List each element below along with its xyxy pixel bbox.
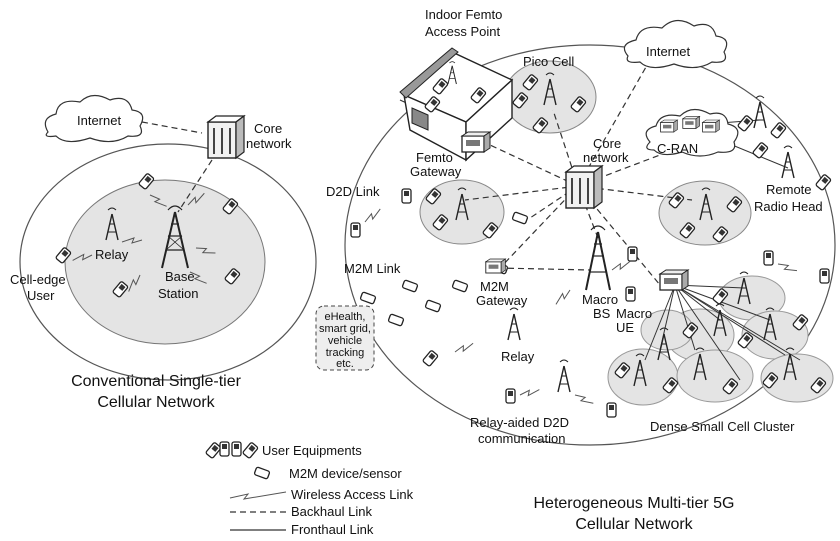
legend-fronthaul-link: Fronthaul Link	[291, 522, 374, 537]
small-cell	[658, 180, 752, 246]
macro-bs-label-1: Macro	[582, 292, 618, 307]
cluster-gateway-icon	[659, 269, 689, 291]
femto-gateway-label-1: Femto	[416, 150, 453, 165]
m2m-gateway-label-1: M2M	[480, 279, 509, 294]
cell-edge-label-2: User	[27, 288, 55, 303]
phone-icon	[819, 268, 830, 284]
left-caption-2: Cellular Network	[97, 394, 215, 411]
macro-ue-label-2: UE	[616, 320, 634, 335]
d2d-link-label: D2D Link	[326, 184, 380, 199]
phone-icon	[627, 246, 638, 262]
macro-ue-label-1: Macro	[616, 306, 652, 321]
legend-user-equipment-icons	[204, 441, 259, 460]
left-core-label-2: network	[246, 136, 292, 151]
legend-m2m-device: M2M device/sensor	[289, 466, 402, 481]
phone-icon	[625, 286, 636, 302]
right-internet-label: Internet	[646, 44, 690, 59]
cloud-icon	[44, 94, 144, 143]
legend-backhaul-link: Backhaul Link	[291, 504, 372, 519]
phone-icon	[505, 388, 516, 404]
phone-icon	[763, 250, 774, 266]
cell-edge-label-1: Cell-edge	[10, 272, 66, 287]
cran-cloud-icon	[645, 108, 739, 157]
right-core-label-1: Core	[593, 136, 621, 151]
backhaul-line	[177, 159, 213, 213]
rrh-label-2: Radio Head	[754, 199, 823, 214]
left-core-label-1: Core	[254, 121, 282, 136]
m2m-gateway-label-2: Gateway	[476, 293, 528, 308]
m2m-link-label: M2M Link	[344, 261, 401, 276]
base-station-label-1: Base	[165, 269, 195, 284]
legend: User Equipments M2M device/sensor Wirele…	[204, 441, 414, 537]
femto-gateway-label-2: Gateway	[410, 164, 462, 179]
dense-cluster-label: Dense Small Cell Cluster	[650, 419, 795, 434]
base-station-label-2: Station	[158, 286, 198, 301]
rrh-label-1: Remote	[766, 182, 812, 197]
macro-bs-label-2: BS	[593, 306, 611, 321]
right-core-label-2: network	[583, 150, 629, 165]
pico-cell-label: Pico Cell	[523, 54, 574, 69]
cran-label: C-RAN	[657, 141, 698, 156]
right-caption-1: Heterogeneous Multi-tier 5G	[534, 495, 735, 512]
phone-icon	[401, 188, 412, 204]
cloud-icon	[623, 19, 728, 69]
relay-d2d-label-2: communication	[478, 431, 565, 446]
legend-wireless-link: Wireless Access Link	[291, 487, 414, 502]
base-station-tower-icon	[161, 205, 189, 269]
legend-m2m-icon	[253, 466, 271, 480]
right-network: Internet Indoor Femto Access Point Femto…	[315, 7, 836, 533]
right-relay-label: Relay	[501, 349, 535, 364]
ehealth-note: eHealth, smart grid, vehicle tracking et…	[315, 305, 375, 371]
ehealth-line-3: vehicle	[328, 335, 362, 347]
phone-icon	[350, 222, 361, 238]
left-network: Internet Core network Relay Base Station	[10, 94, 317, 411]
left-internet-label: Internet	[77, 113, 121, 128]
relay-d2d-label-1: Relay-aided D2D	[470, 415, 569, 430]
femto-ap-label-2: Access Point	[425, 24, 501, 39]
server-icon	[207, 115, 245, 159]
left-caption-1: Conventional Single-tier	[71, 373, 242, 390]
femto-ap-label-1: Indoor Femto	[425, 7, 502, 22]
ehealth-line-1: eHealth,	[325, 311, 366, 323]
fronthaul-links	[644, 119, 801, 381]
ehealth-line-2: smart grid,	[319, 323, 371, 335]
right-caption-2: Cellular Network	[575, 516, 693, 533]
inner-cell	[64, 179, 266, 345]
m2m-gateway-icon	[485, 258, 506, 274]
legend-wireless-icon	[229, 491, 287, 500]
phone-icon	[606, 402, 617, 418]
ehealth-line-5: etc.	[336, 358, 354, 370]
backhaul-line	[141, 121, 203, 134]
femto-gateway-icon	[461, 131, 491, 153]
left-relay-label: Relay	[95, 247, 129, 262]
legend-user-equipments: User Equipments	[262, 443, 362, 458]
ehealth-line-4: tracking	[326, 347, 365, 359]
core-network-server-icon	[565, 165, 603, 209]
macro-bs-tower-icon	[585, 225, 611, 291]
